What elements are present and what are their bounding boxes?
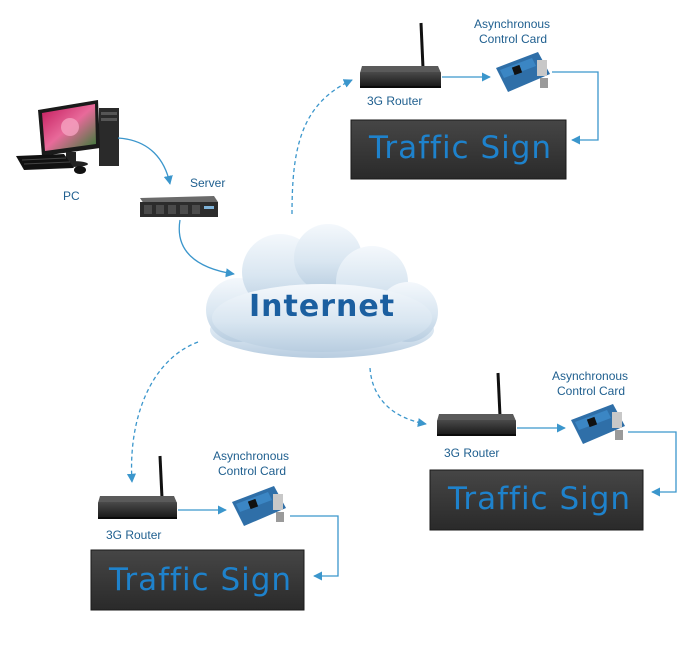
traffic-sign-2-text: Traffic Sign (447, 481, 631, 517)
card-2-label-line1: Asynchronous (552, 369, 628, 383)
card-2-to-sign-2-connector (628, 431, 677, 497)
server-to-internet-connector (178, 219, 235, 278)
pc-label: PC (63, 189, 80, 203)
router-3-label: 3G Router (106, 528, 161, 542)
traffic-sign-3-text: Traffic Sign (108, 562, 292, 598)
card-3-to-sign-3-connector (290, 515, 339, 581)
card-3-label-line2: Control Card (218, 464, 286, 478)
internet-cloud-icon (206, 224, 438, 358)
card-3-label-line1: Asynchronous (213, 449, 289, 463)
router-3-icon (98, 455, 177, 519)
router-2-label: 3G Router (444, 446, 499, 460)
server-icon (140, 196, 218, 217)
router-2-icon (437, 372, 516, 436)
internet-label: Internet (249, 289, 395, 324)
card-1-label-line1: Asynchronous (474, 17, 550, 31)
traffic-sign-1-text: Traffic Sign (368, 130, 552, 166)
traffic-sign-1-panel (350, 119, 567, 180)
pc-icon (16, 100, 119, 174)
control-card-1-icon (496, 52, 550, 92)
router-1-icon (360, 22, 441, 88)
internet-to-router-1-link (291, 79, 353, 215)
router-1-label: 3G Router (367, 94, 422, 108)
control-card-2-icon (571, 404, 625, 444)
traffic-sign-3-panel (90, 549, 305, 611)
control-card-3-icon (232, 486, 286, 526)
card-1-label-line2: Control Card (479, 32, 547, 46)
card-1-to-sign-1-connector (552, 71, 599, 145)
card-2-label-line2: Control Card (557, 384, 625, 398)
pc-to-server-connector (117, 137, 173, 185)
internet-to-router-2-link (369, 367, 427, 428)
internet-to-router-3-link (126, 341, 199, 483)
traffic-sign-2-panel (429, 469, 644, 531)
server-label: Server (190, 176, 225, 190)
